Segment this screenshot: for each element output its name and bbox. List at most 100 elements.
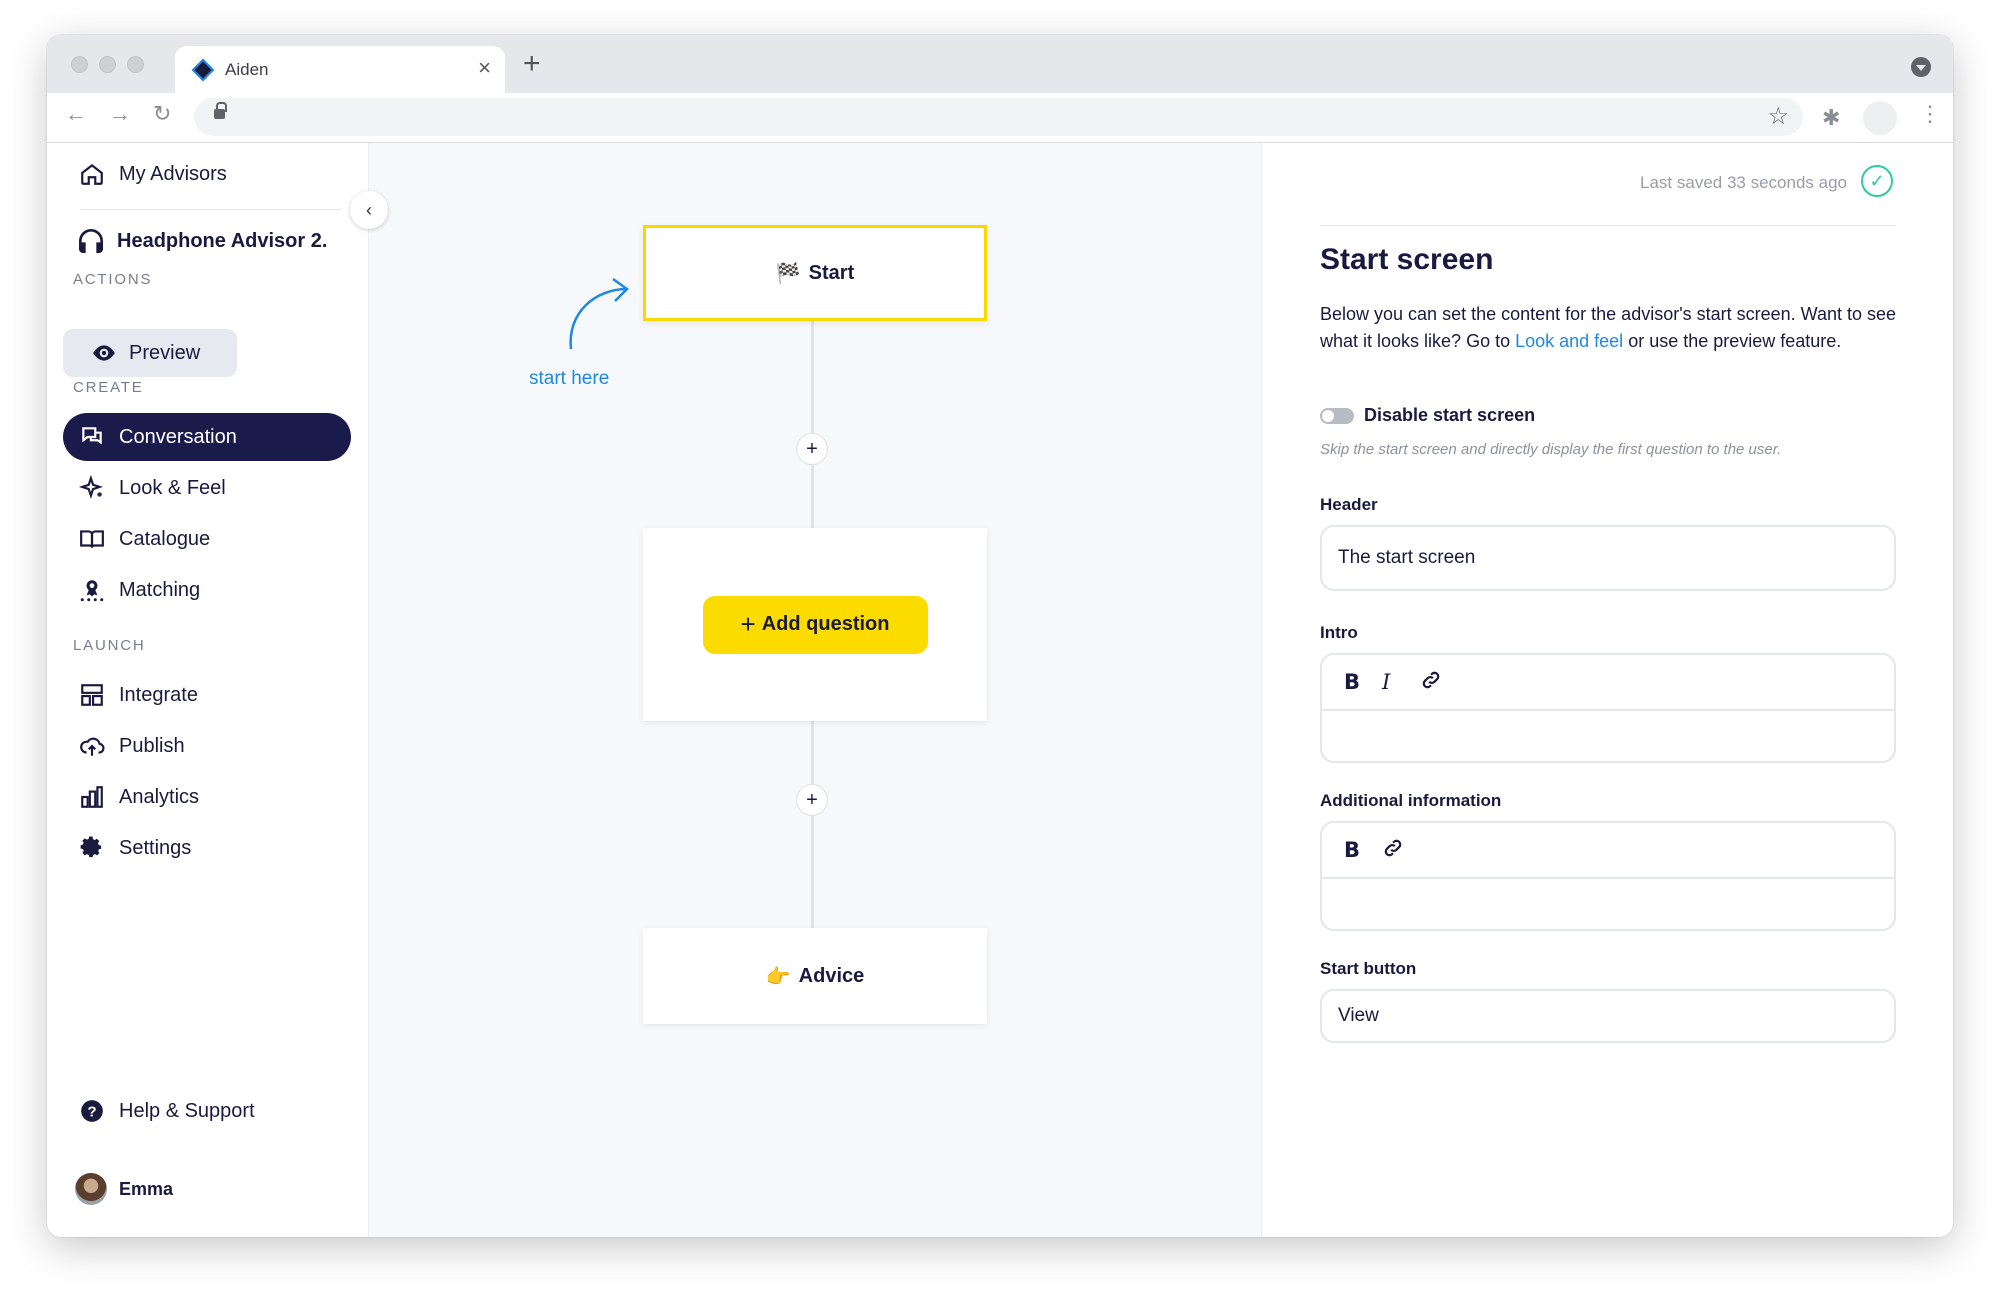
advisor-name: Headphone Advisor 2. [117, 229, 328, 252]
header-input[interactable]: The start screen [1320, 525, 1896, 591]
plus-icon: + [806, 788, 818, 811]
cloud-upload-icon [80, 737, 105, 756]
link-icon[interactable] [1382, 837, 1420, 864]
actions-section-label: ACTIONS [73, 271, 153, 288]
launch-section-label: LAUNCH [73, 637, 146, 654]
checkered-flag-icon: 🏁 [775, 262, 801, 285]
start-button-input[interactable]: View [1320, 989, 1896, 1043]
back-icon[interactable]: ← [65, 101, 87, 126]
intro-label: Intro [1320, 623, 1358, 642]
start-button-label: Start button [1320, 959, 1417, 978]
bold-button[interactable]: B [1344, 838, 1361, 862]
intro-editor-toolbar: B I [1322, 655, 1894, 711]
window-zoom-dot[interactable] [127, 56, 144, 73]
preview-button[interactable]: Preview [63, 329, 237, 377]
sidebar-item-label: Catalogue [119, 527, 211, 550]
questions-node: + Add question [643, 528, 987, 721]
advice-node[interactable]: 👉 Advice [643, 928, 987, 1024]
plus-icon: + [740, 609, 756, 639]
start-here-hint: start here [529, 368, 610, 389]
new-tab-button[interactable]: + [523, 47, 541, 80]
help-icon: ? [81, 1100, 103, 1122]
browser-toolbar: ← → ↻ ☆ ✱ ⋮ [47, 93, 1953, 143]
book-icon [80, 530, 104, 548]
avatar [75, 1173, 107, 1205]
sidebar-item-label: Integrate [119, 683, 198, 706]
reload-icon[interactable]: ↻ [153, 101, 172, 126]
sidebar-item-label: Settings [119, 836, 192, 859]
bar-chart-icon [81, 786, 103, 808]
window-close-dot[interactable] [71, 56, 88, 73]
plus-icon: + [806, 437, 818, 460]
bold-button[interactable]: B [1344, 670, 1361, 694]
disable-start-screen-toggle[interactable] [1320, 407, 1354, 424]
insert-step-button[interactable]: + [796, 784, 828, 816]
extensions-icon[interactable]: ✱ [1822, 105, 1841, 130]
sidebar-item-catalogue[interactable]: Catalogue [63, 515, 351, 563]
bookmark-star-icon[interactable]: ☆ [1767, 103, 1789, 130]
flow-canvas[interactable]: 🏁 Start start here + + Add question + 👉 … [369, 143, 1261, 1237]
link-icon[interactable] [1420, 669, 1458, 696]
sidebar-item-analytics[interactable]: Analytics [63, 773, 351, 821]
window-minimize-dot[interactable] [99, 56, 116, 73]
profile-avatar[interactable] [1863, 101, 1897, 135]
pointing-hand-icon: 👉 [765, 965, 791, 988]
tab-strip: Aiden × + [47, 35, 1953, 93]
favicon-icon [191, 58, 215, 82]
insert-step-button[interactable]: + [796, 433, 828, 465]
layout-icon [81, 684, 103, 706]
preview-label: Preview [129, 341, 201, 364]
my-advisors-link[interactable]: My Advisors [63, 150, 351, 198]
connector-line [811, 321, 814, 528]
address-bar[interactable]: ☆ [194, 98, 1803, 136]
additional-editor-toolbar: B [1322, 823, 1894, 879]
add-question-label: Add question [761, 613, 890, 635]
intro-editor[interactable]: B I [1320, 653, 1896, 763]
chat-icon [82, 427, 102, 445]
gear-icon [80, 836, 102, 858]
sidebar-item-label: Look & Feel [119, 476, 226, 499]
header-input-value: The start screen [1338, 547, 1476, 568]
help-support-link[interactable]: ? Help & Support [63, 1087, 351, 1135]
sidebar-item-matching[interactable]: Matching [63, 566, 351, 614]
user-profile[interactable]: Emma [75, 1173, 173, 1205]
advice-node-label: Advice [798, 964, 865, 987]
sidebar-item-look-feel[interactable]: Look & Feel [63, 464, 351, 512]
eye-icon [93, 345, 115, 361]
sidebar-item-integrate[interactable]: Integrate [63, 671, 351, 719]
sidebar-item-publish[interactable]: Publish [63, 722, 351, 770]
sparkle-icon [79, 475, 104, 500]
sidebar-item-label: Matching [119, 578, 201, 601]
headphones-icon [79, 229, 103, 253]
my-advisors-label: My Advisors [119, 162, 227, 185]
look-and-feel-link[interactable]: Look and feel [1515, 331, 1624, 351]
sidebar-item-conversation[interactable]: Conversation [63, 413, 351, 461]
start-button-input-value: View [1338, 1005, 1379, 1026]
hint-arrow-icon [569, 277, 629, 350]
tab-search-icon[interactable] [1911, 57, 1931, 77]
additional-information-editor[interactable]: B [1320, 821, 1896, 931]
italic-button[interactable]: I [1382, 670, 1391, 694]
sidebar-item-label: Analytics [119, 785, 200, 808]
forward-icon[interactable]: → [109, 101, 131, 126]
panel-description: Below you can set the content for the ad… [1320, 301, 1900, 355]
create-section-label: CREATE [73, 379, 144, 396]
lock-icon [214, 102, 227, 119]
collapse-sidebar-button[interactable]: ‹ [350, 191, 388, 229]
panel-divider [1320, 225, 1896, 226]
toggle-help-text: Skip the start screen and directly displ… [1320, 441, 1782, 458]
start-node[interactable]: 🏁 Start [643, 225, 987, 321]
tab-title: Aiden [225, 60, 269, 79]
menu-kebab-icon[interactable]: ⋮ [1919, 101, 1941, 126]
last-saved-status: Last saved 33 seconds ago [1640, 173, 1847, 192]
sidebar-item-label: Publish [119, 734, 185, 757]
start-node-label: Start [808, 261, 855, 284]
browser-tab[interactable]: Aiden × [175, 46, 505, 93]
matching-icon [80, 580, 104, 602]
page-title: Start screen [1320, 243, 1494, 276]
description-text: or use the preview feature. [1623, 331, 1842, 351]
add-question-button[interactable]: + Add question [702, 595, 928, 654]
tab-close-icon[interactable]: × [478, 55, 491, 80]
browser-window: Aiden × + ← → ↻ ☆ ✱ ⋮ My Advisors Headp [47, 35, 1953, 1237]
sidebar-item-settings[interactable]: Settings [63, 824, 351, 872]
